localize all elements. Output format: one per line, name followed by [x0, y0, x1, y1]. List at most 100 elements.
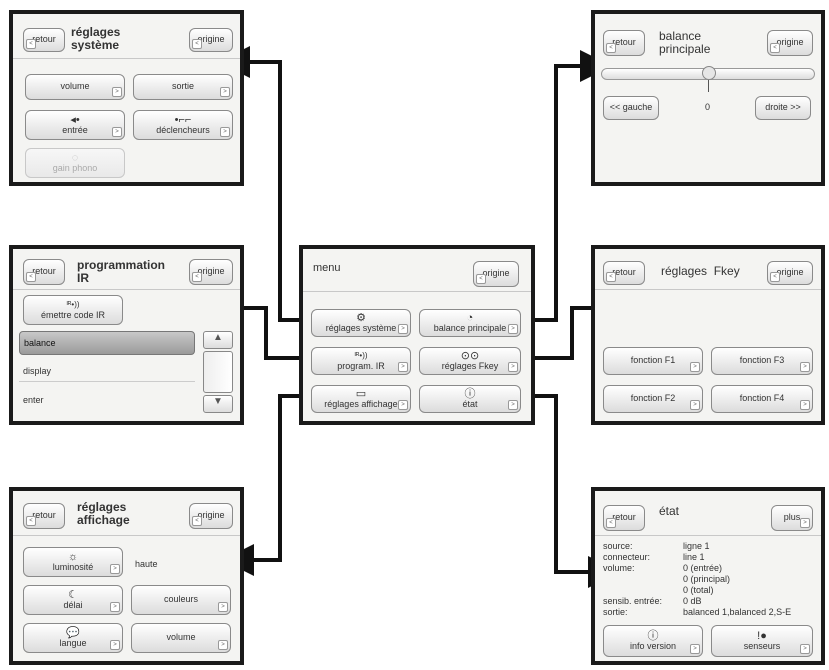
- chevron-left-icon: <: [606, 272, 616, 282]
- balance-slider-thumb[interactable]: [702, 66, 716, 80]
- menu-reglages-systeme-button[interactable]: ⚙ réglages système>: [311, 309, 411, 337]
- entree-button[interactable]: ◂• entrée>: [25, 110, 125, 140]
- volume-label: volume: [60, 81, 90, 92]
- couleurs-button[interactable]: couleurs>: [131, 585, 231, 615]
- chevron-right-icon: >: [508, 400, 518, 410]
- menu-reglages-fkey-button[interactable]: ⊙⊙ réglages Fkey>: [419, 347, 521, 375]
- langue-label: langue: [59, 638, 87, 649]
- fonction-f1-button[interactable]: fonction F1>: [603, 347, 703, 375]
- header: [13, 491, 240, 536]
- info-version-button[interactable]: ⓘ info version >: [603, 625, 703, 657]
- plus-button[interactable]: plus>: [771, 505, 813, 531]
- chevron-left-icon: <: [606, 518, 616, 528]
- declencheurs-button[interactable]: •⌐⌐ déclencheurs>: [133, 110, 233, 140]
- fonction-f4-button[interactable]: fonction F4>: [711, 385, 813, 413]
- chevron-left-icon: <: [26, 39, 36, 49]
- menu-balance-principale-button[interactable]: ◔ balance principale>: [419, 309, 521, 337]
- origine-button[interactable]: origine<: [767, 261, 813, 285]
- emettre-code-ir-button[interactable]: ᴵᴿ•)) émettre code IR: [23, 295, 123, 325]
- origine-button[interactable]: origine<: [767, 30, 813, 56]
- chevron-right-icon: >: [800, 644, 810, 654]
- list-item-enter[interactable]: enter: [23, 395, 44, 405]
- etat-label-6: sortie:: [603, 607, 628, 617]
- etat-value-1: line 1: [683, 552, 705, 562]
- scrollbar-track[interactable]: [203, 351, 233, 393]
- ir-icon: ᴵᴿ•)): [66, 300, 80, 310]
- fkey-icon: ⊙⊙: [460, 350, 480, 363]
- scroll-up-button[interactable]: ▲: [203, 331, 233, 349]
- header: [13, 14, 240, 59]
- panel-title: réglages Fkey: [661, 264, 740, 278]
- retour-button[interactable]: retour<: [603, 261, 645, 285]
- etat-value-3: 0 (principal): [683, 574, 731, 584]
- luminosite-label: luminosité: [52, 562, 94, 573]
- origine-button[interactable]: origine<: [189, 259, 233, 285]
- chevron-right-icon: >: [110, 564, 120, 574]
- menu-program-ir-button[interactable]: ᴵᴿ•)) program. IR>: [311, 347, 411, 375]
- etat-value-5: 0 dB: [683, 596, 702, 606]
- retour-label: retour: [612, 512, 636, 523]
- chevron-right-icon: >: [218, 640, 228, 650]
- sensor-icon: !●: [757, 630, 767, 643]
- retour-button[interactable]: retour<: [603, 505, 645, 531]
- fonction-f2-button[interactable]: fonction F2>: [603, 385, 703, 413]
- chevron-right-icon: >: [800, 518, 810, 528]
- chevron-left-icon: <: [26, 272, 36, 282]
- emettre-label: émettre code IR: [40, 310, 106, 321]
- langue-button[interactable]: 💬 langue>: [23, 623, 123, 653]
- gain-phono-button[interactable]: ◌ gain phono: [25, 148, 125, 178]
- f3-label: fonction F3: [739, 355, 785, 366]
- etat-value-0: ligne 1: [683, 541, 710, 551]
- retour-button[interactable]: retour<: [23, 503, 65, 529]
- sortie-label: sortie: [171, 81, 194, 92]
- volume-button[interactable]: volume>: [25, 74, 125, 100]
- origine-button[interactable]: origine<: [189, 503, 233, 529]
- luminosite-button[interactable]: ☼ luminosité>: [23, 547, 123, 577]
- f4-label: fonction F4: [739, 393, 785, 404]
- retour-button[interactable]: retour<: [603, 30, 645, 56]
- panel-title: état: [659, 504, 680, 518]
- display-icon: ▭: [355, 388, 367, 401]
- info-version-label: info version: [629, 641, 677, 652]
- balance-value: 0: [705, 102, 711, 112]
- droite-label: droite >>: [765, 102, 801, 113]
- arrow-balance: [520, 50, 612, 322]
- chevron-left-icon: <: [606, 43, 616, 53]
- chevron-left-icon: <: [192, 39, 202, 49]
- menu-etat-button[interactable]: ⓘ état>: [419, 385, 521, 413]
- gears-icon: ⚙: [356, 312, 366, 325]
- chevron-right-icon: >: [112, 127, 122, 137]
- origine-button[interactable]: origine<: [189, 28, 233, 52]
- retour-label: retour: [612, 267, 636, 278]
- senseurs-button[interactable]: !● senseurs>: [711, 625, 813, 657]
- arrow-affichage: [222, 394, 308, 576]
- panel-menu: menu origine< ⚙ réglages système> ◔ bala…: [299, 245, 535, 425]
- panel-title: réglages affichage: [77, 500, 130, 527]
- menu-reglages-affichage-button[interactable]: ▭ réglages affichage>: [311, 385, 411, 413]
- luminosite-value: haute: [135, 559, 158, 569]
- info-icon: ⓘ: [647, 630, 659, 643]
- scroll-down-button[interactable]: ▼: [203, 395, 233, 413]
- balance-principale-label: balance principale: [433, 323, 507, 334]
- origine-button[interactable]: origine<: [473, 261, 519, 287]
- origine-label: origine: [197, 34, 225, 45]
- header: [13, 249, 240, 290]
- gauche-button[interactable]: << gauche: [603, 96, 659, 120]
- moon-icon: ☾: [68, 589, 78, 602]
- chevron-left-icon: <: [192, 272, 202, 282]
- list-item-balance[interactable]: balance: [19, 331, 195, 355]
- droite-button[interactable]: droite >>: [755, 96, 811, 120]
- list-item-display[interactable]: display: [19, 360, 195, 382]
- retour-button[interactable]: retour<: [23, 259, 65, 285]
- volume-button[interactable]: volume>: [131, 623, 231, 653]
- chevron-left-icon: <: [192, 516, 202, 526]
- sortie-button[interactable]: sortie>: [133, 74, 233, 100]
- etat-label-5: sensib. entrée:: [603, 596, 663, 606]
- fonction-f3-button[interactable]: fonction F3>: [711, 347, 813, 375]
- chevron-right-icon: >: [690, 644, 700, 654]
- panel-etat: retour< état plus> source: ligne 1 conne…: [591, 487, 825, 665]
- delai-button[interactable]: ☾ délai>: [23, 585, 123, 615]
- gauche-label: << gauche: [609, 102, 653, 113]
- chevron-left-icon: <: [770, 43, 780, 53]
- retour-button[interactable]: retour<: [23, 28, 65, 52]
